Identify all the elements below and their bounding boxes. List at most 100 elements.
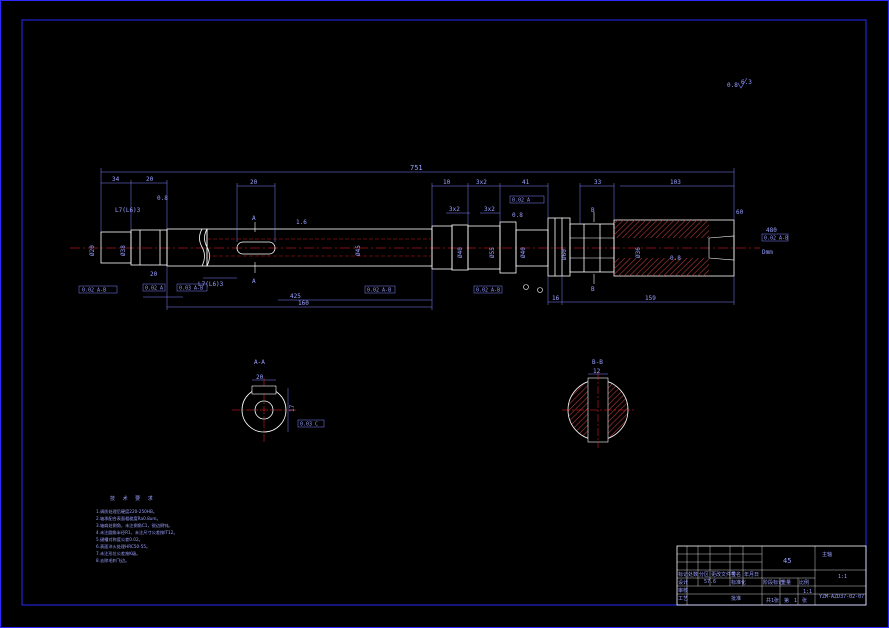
tb-process: 工艺 — [678, 596, 688, 602]
dim-spec: Dmm — [762, 249, 773, 256]
tb-ratio-label: 比例 — [799, 579, 809, 586]
tolerance-frame-5: 0.02 A-B — [473, 285, 503, 294]
tb-row-label-6: 年月日 — [744, 571, 759, 578]
dim-taper: 60 — [736, 209, 744, 216]
dim-left-2: 20 — [146, 176, 154, 183]
note-2: 2.轴承配合表面粗糙度Ra0.8um。 — [96, 515, 161, 522]
notes-title: 技 术 要 求 — [110, 495, 156, 502]
dim-159: 159 — [645, 295, 656, 302]
tb-page-mark-2: 1 — [794, 598, 797, 604]
tb-material: 45 — [783, 557, 791, 565]
tolerance-frame-7: 0.02 A-B — [761, 233, 789, 242]
cut-letter-b-top: B — [591, 207, 595, 214]
dim-ra-2: 1.6 — [296, 219, 307, 226]
note-5: 5.键槽对称度公差0.02。 — [96, 536, 143, 543]
roughness-corner-ra: 0.8 — [727, 82, 738, 89]
dim-ra-1: 0.8 — [157, 195, 168, 202]
tb-row-label-3: 分区 — [699, 571, 709, 578]
datum-symbol-d — [537, 287, 543, 293]
dim-160: 160 — [298, 300, 309, 307]
tb-page-mark-1: 第 — [784, 597, 789, 604]
tolerance-text-7: 0.02 A-B — [764, 236, 788, 242]
dim-keyway-length: 20 — [250, 179, 258, 186]
section-hatch-lower — [614, 258, 709, 276]
note-1: 1.调质处理后硬度220-250HB。 — [96, 508, 157, 515]
dia-6: Ø40 — [520, 247, 527, 258]
note-3: 3.轴肩处倒角，未注倒角C1，锐边倒钝。 — [96, 522, 173, 529]
datum-symbol-c — [523, 284, 529, 290]
tb-sheet: 共1张 — [766, 597, 779, 604]
tolerance-text-8: 0.03 C — [300, 422, 318, 428]
tolerance-text-4: 0.02 A-B — [367, 288, 391, 294]
roughness-corner-symbol: 0.8 6.3 — [727, 77, 752, 89]
tb-weight-label: 重量 — [781, 579, 791, 586]
tolerance-frame-4: 0.02 A-B — [364, 285, 396, 294]
dim-41: 41 — [522, 179, 530, 186]
cut-letter-a-bottom: A — [252, 278, 256, 285]
roughness-corner-value: 6.3 — [741, 79, 752, 86]
cut-letter-a-top: A — [252, 215, 256, 222]
dim-key-label-bottom: L7(L6)3 — [198, 281, 224, 288]
section-aa-width: 20 — [256, 374, 264, 381]
dim-16: 16 — [552, 295, 560, 302]
dia-7: Ø60 — [561, 249, 568, 260]
dia-8: Ø36 — [635, 247, 642, 258]
tolerance-text-2: 0.02 A — [145, 286, 163, 292]
tb-scale-label: 1:1 — [838, 574, 847, 580]
dim-425: 425 — [290, 293, 301, 300]
tb-row-label-5: 签名 — [731, 571, 741, 578]
dia-3: Ø45 — [355, 245, 362, 256]
dim-shoulder-1: 10 — [443, 179, 451, 186]
tolerance-text-1: 0.02 A-B — [82, 288, 106, 294]
dim-ra-3: 0.8 — [512, 212, 523, 219]
tolerance-frame-3: 0.03 A-B — [176, 283, 208, 292]
section-view-aa: A-A 20 17 — [232, 359, 296, 442]
tb-stage: 阶段标记 — [763, 579, 783, 586]
dia-4: Ø40 — [457, 247, 464, 258]
tb-row-label-2: 处数 — [688, 571, 698, 578]
dim-left-1: 34 — [112, 176, 120, 183]
tolerance-frames: 0.02 A-B 0.02 A 0.03 A-B 0.02 A-B 0.02 A… — [78, 195, 789, 428]
dim-chamfer-1: 3x2 — [449, 206, 460, 213]
note-8: 8.去除毛刺飞边。 — [96, 557, 129, 564]
dia-2: Ø38 — [120, 245, 127, 256]
section-bb-width: 12 — [593, 368, 601, 375]
dim-bore: 480 — [766, 227, 777, 234]
tb-standard: 标准化 — [731, 579, 746, 586]
note-4: 4.未注圆角半径R1，未注尺寸公差按IT12。 — [96, 529, 178, 536]
dia-1: Ø20 — [89, 245, 96, 256]
tb-part-name: 主轴 — [822, 551, 832, 558]
tb-row-label-4: 更改文件号 — [711, 571, 736, 578]
dim-chamfer-2: 3x2 — [484, 206, 495, 213]
title-block: 标记 处数 分区 更改文件号 签名 年月日 设计 标准化 审核 工艺 批准 45… — [676, 545, 867, 606]
tolerance-text-6: 0.02 A — [512, 198, 530, 204]
tolerance-frame-6: 0.02 A — [509, 195, 545, 204]
tb-designer: 设计 — [678, 579, 688, 586]
inner-frame — [21, 19, 867, 606]
tb-drawing-number: YZM-AZD37-02-07 — [819, 594, 864, 600]
note-7: 7.未注形位公差按K级。 — [96, 550, 140, 557]
dim-shoulder-2: 3x2 — [476, 179, 487, 186]
section-view-bb: B-B 12 — [562, 359, 634, 448]
tolerance-frame-8: 0.03 C — [297, 419, 325, 428]
tb-checker: 审核 — [678, 587, 688, 594]
dimension-lines — [100, 168, 735, 310]
tolerance-text-3: 0.03 A-B — [179, 286, 203, 292]
dim-overall-length: 751 — [410, 164, 423, 172]
tb-approve: 批准 — [731, 595, 741, 602]
tb-weight: 57.6 — [704, 579, 716, 585]
tolerance-frame-2: 0.02 A — [142, 283, 166, 292]
dim-103: 103 — [670, 179, 681, 186]
technical-notes: 技 术 要 求 1.调质处理后硬度220-250HB。 2.轴承配合表面粗糙度R… — [96, 495, 178, 564]
tolerance-text-5: 0.02 A-B — [476, 288, 500, 294]
tb-page-mark-3: 张 — [802, 597, 807, 604]
section-aa-label: A-A — [254, 359, 265, 366]
cut-letter-b-bottom: B — [591, 286, 595, 293]
section-aa-height: 17 — [289, 404, 296, 412]
dia-5: Ø55 — [489, 247, 496, 258]
note-6: 6.表面淬火处理HRC50-55。 — [96, 543, 150, 550]
dim-key-label: L7(L6)3 — [115, 207, 141, 214]
dim-keyway-width: 20 — [150, 271, 158, 278]
tb-scale: 1:1 — [803, 589, 812, 595]
